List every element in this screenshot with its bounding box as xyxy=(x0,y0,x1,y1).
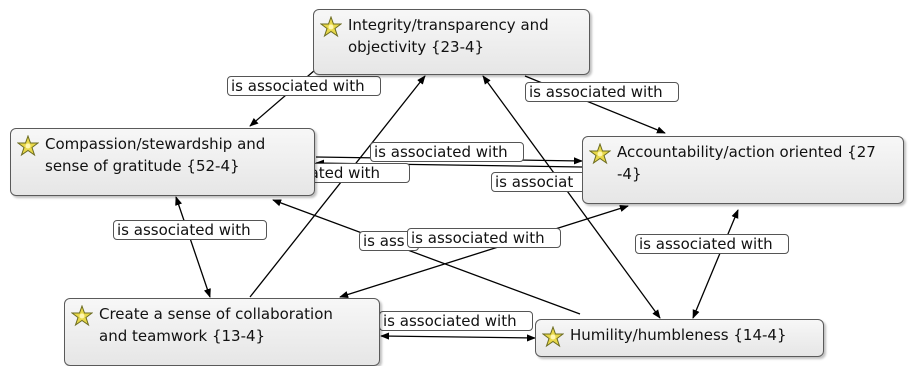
edge-humility-accountability xyxy=(692,209,739,319)
edge-compassion-collaboration xyxy=(175,196,211,298)
node-collaboration[interactable]: Create a sense of collaboration and team… xyxy=(64,298,380,366)
concept-star-icon xyxy=(542,326,564,348)
edge-label: is associated with xyxy=(525,82,679,102)
concept-star-icon xyxy=(71,305,93,327)
node-humility[interactable]: Humility/humbleness {14-4} xyxy=(535,319,824,357)
edge-label: is ass xyxy=(359,231,419,251)
edge-label: is associated with xyxy=(227,76,381,96)
edge-label: is associated with xyxy=(379,311,533,331)
node-accountability[interactable]: Accountability/action oriented {27 -4} xyxy=(582,136,904,204)
concept-star-icon xyxy=(320,16,342,38)
edge-label: is associated with xyxy=(635,234,789,254)
concept-star-icon xyxy=(589,143,611,165)
node-label: Compassion/stewardship and sense of grat… xyxy=(45,135,266,175)
edge-collaboration-accountability xyxy=(339,205,629,298)
node-integrity[interactable]: Integrity/transparency and objectivity {… xyxy=(313,9,590,75)
edge-collaboration-humility xyxy=(380,332,536,342)
edge-label: is associated with xyxy=(113,220,267,240)
edge-label: is associated with xyxy=(370,142,524,162)
node-label: Humility/humbleness {14-4} xyxy=(570,326,787,344)
node-compassion[interactable]: Compassion/stewardship and sense of grat… xyxy=(10,128,315,196)
concept-star-icon xyxy=(17,135,39,157)
edge-humility-integrity xyxy=(482,75,661,319)
node-label: Integrity/transparency and objectivity {… xyxy=(348,16,549,56)
edge-humility-compassion xyxy=(272,199,581,315)
edge-label: is associat xyxy=(491,172,587,192)
node-label: Accountability/action oriented {27 -4} xyxy=(617,143,876,183)
edge-label: is associated with xyxy=(407,228,561,248)
node-label: Create a sense of collaboration and team… xyxy=(99,305,333,345)
edge-collaboration-integrity xyxy=(249,75,426,298)
